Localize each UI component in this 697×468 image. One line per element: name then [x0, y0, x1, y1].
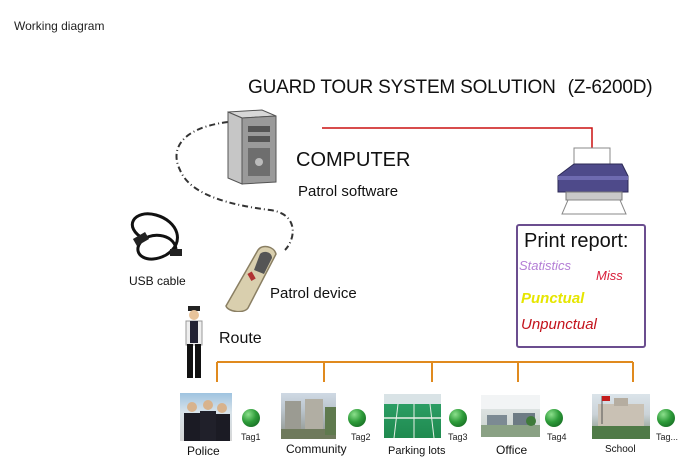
title-text: GUARD TOUR SYSTEM SOLUTION [248, 77, 556, 98]
route-line [216, 361, 634, 382]
report-statistics: Statistics [519, 258, 572, 273]
location-label-community: Community [286, 442, 347, 456]
tag-label: Tag... [656, 432, 679, 442]
rfid-tag-5-icon [657, 409, 675, 427]
model-number: (Z-6200D) [567, 77, 653, 98]
rfid-tag-4-icon [545, 409, 563, 427]
tag-label: Tag2 [351, 432, 371, 442]
report-punctual: Punctual [521, 290, 585, 307]
computer-printer-line [322, 127, 593, 148]
parking-lots-photo [384, 394, 441, 438]
report-unpunctual: Unpunctual [521, 316, 597, 333]
location-label-parking-lots: Parking lots [388, 445, 446, 457]
guard-icon [185, 306, 203, 378]
diagram-title: GUARD TOUR SYSTEM SOLUTION (Z-6200D) [248, 77, 653, 99]
rfid-tag-3-icon [449, 409, 467, 427]
usb-cable-label: USB cable [129, 274, 186, 288]
tag-label: Tag4 [547, 432, 567, 442]
patrol-device-label: Patrol device [270, 285, 357, 302]
printer-icon [557, 147, 629, 215]
report-miss: Miss [596, 268, 623, 283]
rfid-tag-1-icon [242, 409, 260, 427]
school-photo [592, 394, 650, 439]
police-photo [180, 393, 232, 441]
print-report-box [516, 224, 646, 348]
patrol-device-icon [225, 245, 277, 312]
computer-icon [227, 109, 277, 185]
usb-cable-icon [130, 212, 182, 261]
location-label-office: Office [496, 443, 528, 457]
report-title: Print report: [524, 230, 629, 252]
computer-label: COMPUTER [296, 149, 411, 171]
tag-label: Tag3 [448, 432, 468, 442]
community-photo [281, 393, 336, 439]
office-photo [481, 395, 540, 437]
route-label: Route [219, 330, 262, 347]
tag-label: Tag1 [241, 432, 261, 442]
dotted-cable [175, 121, 294, 251]
location-label-police: Police [187, 444, 220, 458]
rfid-tag-2-icon [348, 409, 366, 427]
location-label-school: School [605, 444, 636, 455]
software-label: Patrol software [298, 183, 399, 200]
page-heading: Working diagram [14, 19, 105, 33]
